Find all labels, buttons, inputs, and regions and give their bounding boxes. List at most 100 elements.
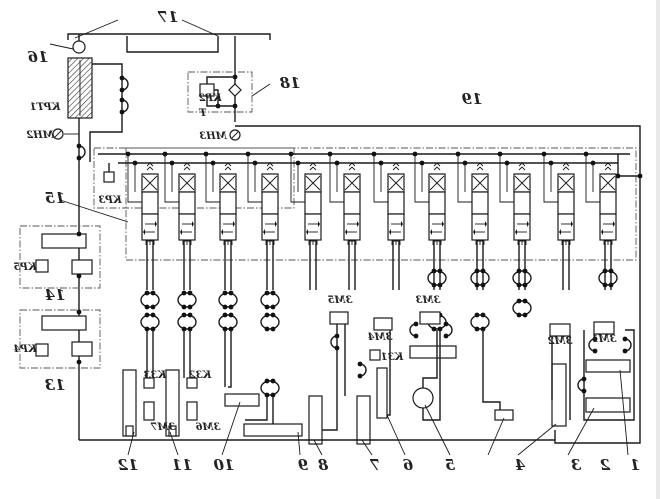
junction-dot xyxy=(522,298,528,304)
junction-dot xyxy=(474,326,480,332)
junction-dot xyxy=(264,392,270,398)
spring-icon xyxy=(309,162,317,171)
arrow-head xyxy=(527,221,529,227)
junction-dot xyxy=(592,336,598,342)
spring-icon xyxy=(266,162,274,171)
callout-19: 19 xyxy=(461,90,482,108)
solenoid-icon xyxy=(223,240,233,245)
callout-leader xyxy=(424,404,451,456)
junction-dot xyxy=(497,151,503,157)
arrow-head xyxy=(357,221,359,227)
junction-dot xyxy=(443,321,449,327)
header-tie xyxy=(617,154,640,177)
junction-dot xyxy=(516,312,522,318)
valve-unit-14-boundary xyxy=(19,225,101,289)
junction-dot xyxy=(357,373,363,379)
arrow-head xyxy=(155,221,157,227)
junction-dot xyxy=(431,326,437,332)
valve-cross-b xyxy=(142,175,158,191)
junction-dot xyxy=(187,326,193,332)
valve-p-line xyxy=(543,154,558,203)
junction-dot xyxy=(162,151,168,157)
tag-K31: K31 xyxy=(381,352,405,363)
solenoid-icon xyxy=(561,240,571,245)
tag-3M5: 3M5 xyxy=(327,295,352,306)
junction-dot xyxy=(583,151,589,157)
hose-coupling xyxy=(470,314,490,330)
junction-dot xyxy=(581,388,587,394)
arrow-head xyxy=(473,229,475,235)
solenoid-valve-3M5 xyxy=(329,311,349,325)
valve-cross-b xyxy=(179,175,195,191)
junction-dot xyxy=(150,326,156,332)
tag-K33: K33 xyxy=(144,370,168,381)
junction-dot xyxy=(228,290,234,296)
junction-dot xyxy=(76,273,82,279)
junction-dot xyxy=(357,361,363,367)
hose-coupling xyxy=(512,270,532,286)
hose-coupling xyxy=(177,292,197,308)
junction-dot xyxy=(76,231,82,237)
arrow-head xyxy=(442,221,444,227)
junction-dot xyxy=(181,304,187,310)
junction-dot xyxy=(264,378,270,384)
filter-unit-boundary xyxy=(187,71,253,113)
callout-leader xyxy=(297,431,301,456)
directional-valve xyxy=(557,162,575,245)
valve-flow-section xyxy=(599,213,617,241)
cylinder-8 xyxy=(308,395,323,445)
tag-KP3: KP3 xyxy=(98,195,122,206)
valve-cross-b xyxy=(305,175,321,191)
junction-dot xyxy=(144,290,150,296)
pipe xyxy=(228,330,232,388)
junction-dot xyxy=(437,268,443,274)
leader-16 xyxy=(49,43,74,50)
callout-leader xyxy=(517,423,557,456)
solenoid-valve-3M3 xyxy=(419,311,441,325)
arrow-head xyxy=(485,221,487,227)
valve-neutral-section xyxy=(219,191,237,215)
junction-dot xyxy=(413,321,419,327)
junction-dot xyxy=(522,268,528,274)
tag-KPT1: KPT1 xyxy=(30,102,62,113)
cylinder-6 xyxy=(376,367,388,419)
tag-K32: K32 xyxy=(189,370,213,381)
spring-icon xyxy=(183,162,191,171)
cylinder-10 xyxy=(224,393,260,407)
junction-dot xyxy=(516,282,522,288)
valve-p-line xyxy=(127,154,142,203)
valve-flow-section xyxy=(471,213,489,241)
junction-dot xyxy=(480,326,486,332)
valve-flow-section xyxy=(557,213,575,241)
solenoid-icon xyxy=(432,240,442,245)
cylinder-11-piston xyxy=(168,425,177,437)
valve-p-line xyxy=(205,154,220,203)
junction-dot xyxy=(264,326,270,332)
spring-icon xyxy=(348,162,356,171)
junction-dot xyxy=(516,268,522,274)
valve-neutral-section xyxy=(343,191,361,215)
junction-dot xyxy=(228,304,234,310)
valve-p-line xyxy=(457,154,472,203)
pipe xyxy=(387,330,391,416)
callout-4: 4 xyxy=(515,456,525,474)
valve-neutral-section xyxy=(141,191,159,215)
valve-p-line xyxy=(290,154,305,203)
junction-dot xyxy=(144,312,150,318)
gauge-MH2-needle xyxy=(54,130,62,138)
callout-6: 6 xyxy=(402,456,413,474)
tag-MH2: MH2 xyxy=(26,130,55,141)
relief-valve-KP5 xyxy=(35,259,49,273)
junction-dot xyxy=(144,326,150,332)
junction-dot xyxy=(222,312,228,318)
cylinder-1 xyxy=(585,359,631,373)
solenoid-valve-13 xyxy=(71,341,93,357)
junction-dot xyxy=(181,290,187,296)
arrow-head xyxy=(318,221,320,227)
pipe xyxy=(206,76,235,84)
junction-dot xyxy=(228,312,234,318)
check-valve-KP3 xyxy=(103,171,115,183)
junction-dot xyxy=(522,282,528,288)
relief-valve-KP4 xyxy=(35,343,49,357)
